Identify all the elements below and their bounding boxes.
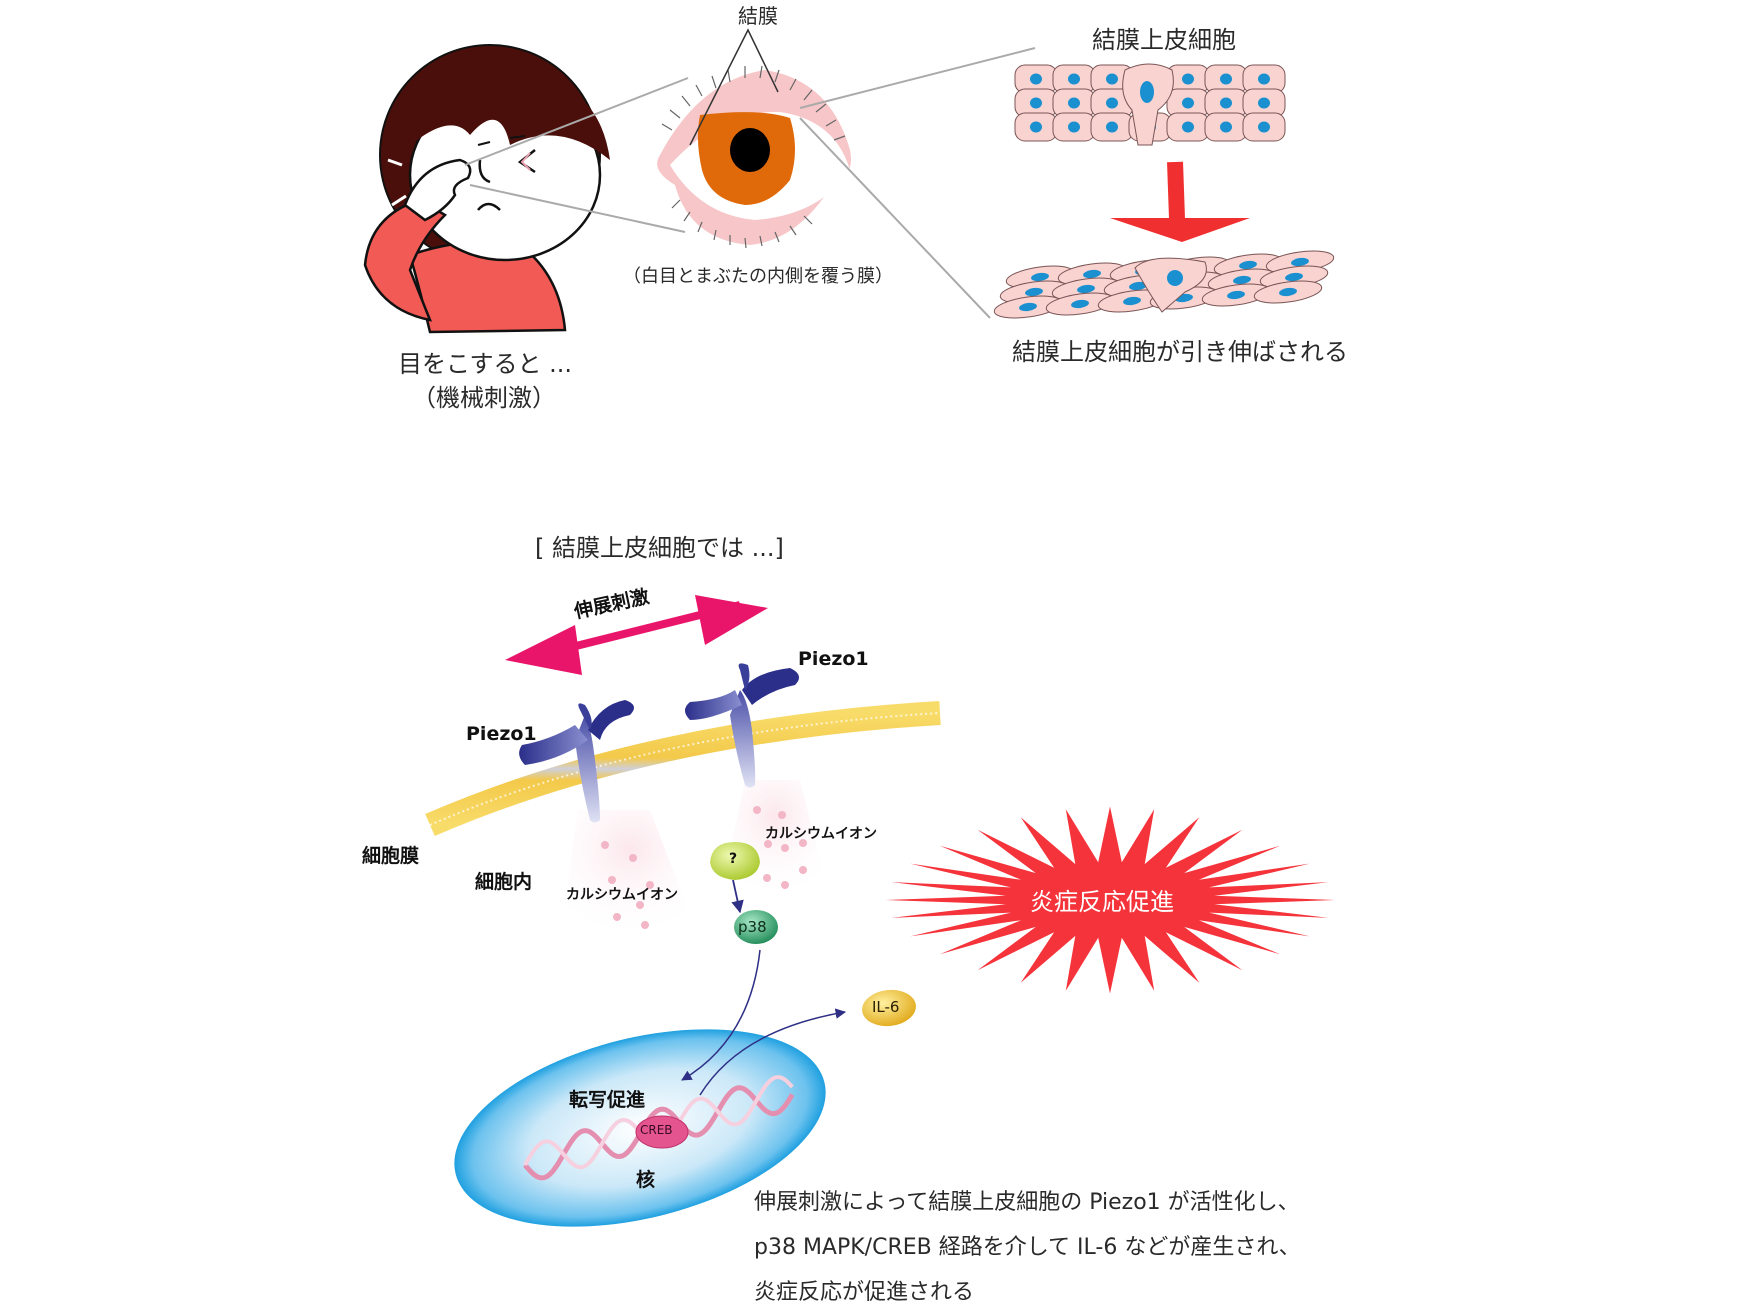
summary-line-1: 伸展刺激によって結膜上皮細胞の Piezo1 が活性化し、 [754, 1190, 1300, 1215]
conjunctiva-label: 結膜 [738, 4, 778, 28]
summary-line-2: p38 MAPK/CREB 経路を介して IL-6 などが産生され、 [754, 1235, 1301, 1260]
cell-nucleus [1030, 121, 1042, 133]
cell-nucleus [1258, 97, 1270, 109]
il6-label: IL-6 [872, 998, 900, 1016]
cell-nucleus [1220, 121, 1232, 133]
piezo1-label-right: Piezo1 [798, 648, 869, 670]
creb-label: CREB [640, 1123, 673, 1137]
creb-protein [635, 1115, 689, 1149]
calcium-ion-cloud-left [560, 810, 700, 940]
cell-nucleus [1140, 81, 1154, 103]
unknown-node-label: ? [729, 851, 738, 867]
child-caption-line2: （機械刺激） [412, 384, 556, 412]
epithelial-title: 結膜上皮細胞 [1092, 26, 1236, 54]
epithelial-cell-tall [1122, 63, 1174, 146]
cell-nucleus [1220, 97, 1232, 109]
conjunctiva-pointer-lines [689, 28, 779, 146]
stretched-caption: 結膜上皮細胞が引き伸ばされる [1012, 338, 1348, 366]
cell-nucleus [1182, 73, 1194, 85]
intracellular-label: 細胞内 [475, 871, 533, 893]
p38-label: p38 [738, 918, 767, 936]
epithelial-cells-stretched [993, 250, 1335, 319]
red-down-arrow [1110, 161, 1250, 242]
cell-nucleus [1258, 73, 1270, 85]
section-title: [ 結膜上皮細胞では ...] [535, 534, 784, 562]
zoom-lines [464, 47, 1036, 319]
piezo1-channel-right [685, 663, 799, 788]
cell-nucleus [1068, 121, 1080, 133]
child-rubbing-eye-illustration [363, 44, 610, 334]
cell-nucleus [1106, 121, 1118, 133]
piezo1-label-left: Piezo1 [466, 723, 537, 745]
pathway-arrows [681, 879, 847, 1096]
cell-nucleus [1068, 73, 1080, 85]
cell-nucleus [1106, 73, 1118, 85]
stretch-double-arrow [505, 595, 768, 675]
p38-node [734, 910, 778, 944]
stretched-cell [1045, 292, 1115, 316]
eyelashes [661, 65, 846, 249]
epithelial-cells-normal [1014, 63, 1286, 146]
summary-text: 伸展刺激によって結膜上皮細胞の Piezo1 が活性化し、 p38 MAPK/C… [754, 1180, 1301, 1315]
child-caption-line1: 目をこすると ... [398, 350, 573, 378]
burst-star-shape [885, 806, 1335, 994]
unknown-molecule-node [710, 842, 760, 880]
cell-nucleus [1182, 97, 1194, 109]
eye-illustration [657, 65, 851, 249]
inflammation-label: 炎症反応促進 [1030, 888, 1174, 916]
cell-nucleus [1030, 97, 1042, 109]
inflammation-burst [885, 806, 1335, 994]
cell-nucleus [1220, 73, 1232, 85]
dna-strand-1 [523, 1085, 795, 1181]
cell-nucleus [1258, 121, 1270, 133]
stretched-cell [1253, 280, 1323, 304]
calcium-ion-label-right: カルシウムイオン [765, 826, 877, 842]
stretched-cell [1201, 283, 1271, 307]
top-illustration [363, 28, 1335, 334]
piezo1-channel-left [519, 700, 634, 823]
stretched-cell [993, 295, 1063, 319]
cell-nucleus [1030, 73, 1042, 85]
cell-nucleus [1068, 97, 1080, 109]
nucleus-label: 核 [636, 1169, 656, 1191]
calcium-ion-label-left: カルシウムイオン [566, 887, 678, 903]
cell-nucleus [1106, 97, 1118, 109]
transcription-label: 転写促進 [569, 1089, 646, 1111]
stretched-cell-tall [1134, 257, 1207, 313]
cell-nucleus [1167, 270, 1183, 286]
cell-nucleus [1182, 121, 1194, 133]
conjunctiva-description: （白目とまぶたの内側を覆う膜） [623, 266, 893, 287]
il6-node [862, 989, 916, 1027]
cell-membrane-label: 細胞膜 [362, 845, 420, 867]
cell-membrane-bilayer [425, 701, 941, 837]
summary-line-3: 炎症反応が促進される [754, 1280, 975, 1305]
